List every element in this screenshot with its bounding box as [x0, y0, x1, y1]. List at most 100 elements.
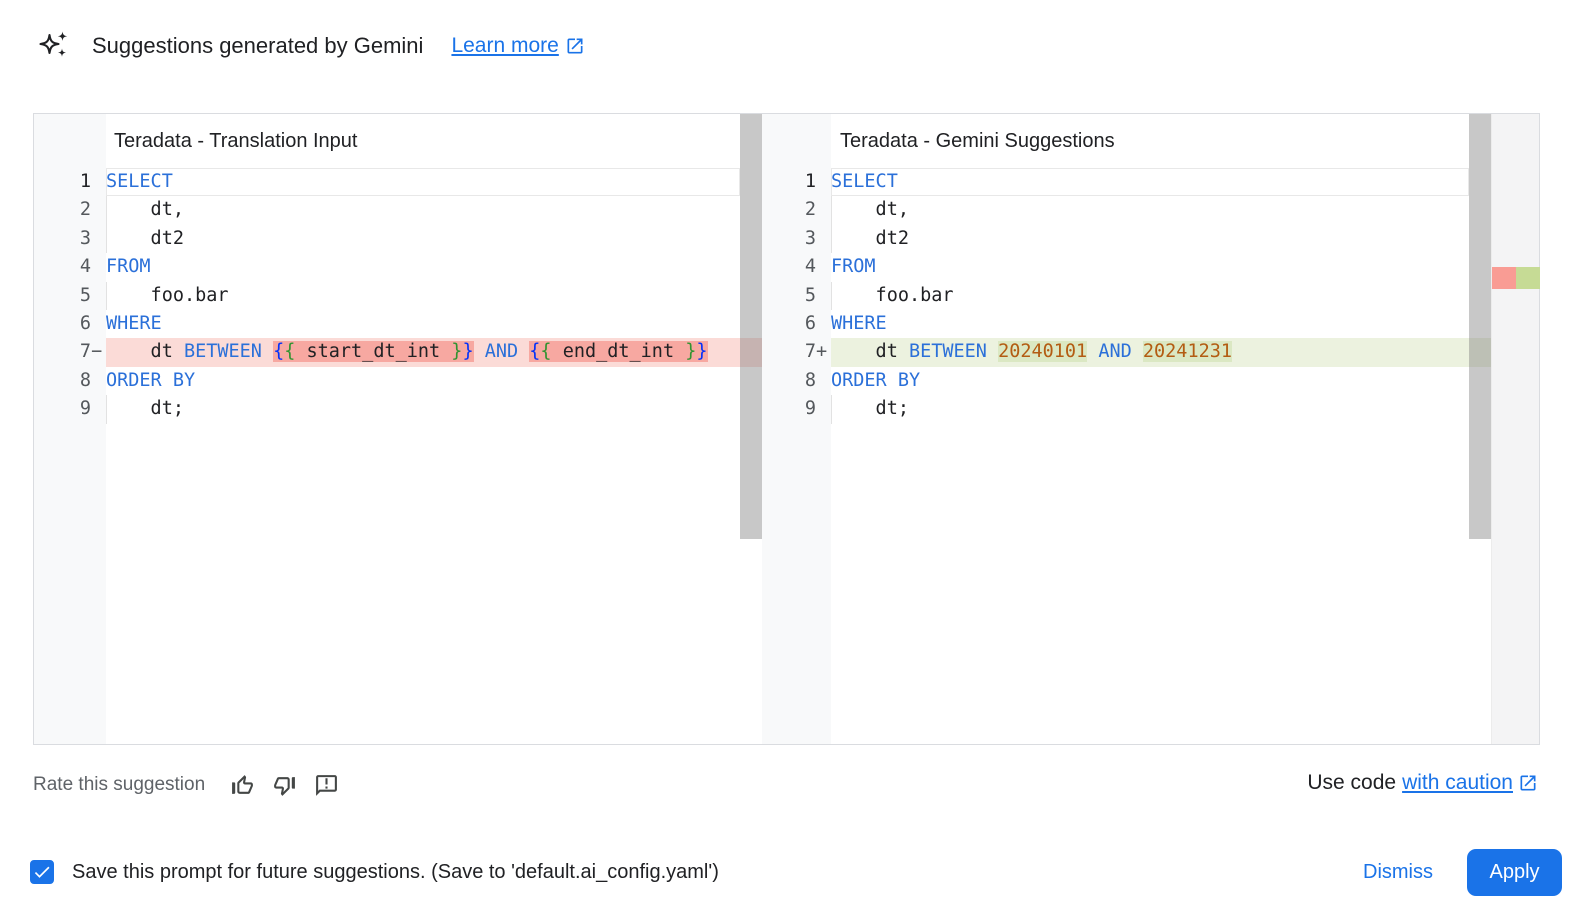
code-text: WHERE [831, 310, 1491, 338]
code-token: SELECT [106, 171, 173, 192]
line-number: 5 [804, 284, 816, 306]
line-number: 7− [79, 341, 103, 363]
code-token: AND [484, 341, 519, 363]
code-text: WHERE [106, 310, 762, 338]
line-number: 3 [804, 227, 816, 249]
code-token: BETWEEN [908, 341, 987, 363]
code-token [474, 341, 485, 362]
line-number: 9 [804, 398, 816, 420]
thumb-down-button[interactable] [271, 772, 298, 799]
code-line: 3 dt2 [762, 224, 1491, 254]
code-text: FROM [106, 253, 762, 281]
code-line: 2 dt, [762, 196, 1491, 226]
editor-title-modified: Teradata - Gemini Suggestions [840, 129, 1115, 152]
code-token [518, 341, 529, 362]
save-prompt-checkbox[interactable] [30, 860, 54, 884]
code-line: 9 dt; [34, 395, 762, 424]
code-text: dt, [106, 196, 762, 226]
line-number: 7+ [804, 341, 828, 363]
code-token: dt, [106, 199, 184, 221]
vertical-scrollbar[interactable] [1469, 114, 1491, 539]
code-token: AND [1098, 341, 1132, 363]
line-number: 1 [804, 171, 816, 192]
line-number: 2 [79, 199, 91, 221]
rate-icons [229, 772, 340, 799]
action-bar: Save this prompt for future suggestions.… [30, 846, 1562, 898]
line-number: 1 [79, 171, 91, 192]
code-token: dt; [831, 398, 909, 420]
code-text: foo.bar [831, 281, 1491, 311]
open-in-new-icon [567, 38, 583, 54]
with-caution-link[interactable]: with caution [1402, 771, 1538, 795]
code-token: dt2 [831, 227, 909, 249]
thumb-up-button[interactable] [229, 772, 256, 799]
open-in-new-icon [1520, 775, 1536, 791]
code-text: SELECT [831, 168, 1469, 197]
with-caution-label: with caution [1402, 771, 1513, 794]
code-token: } [462, 341, 474, 363]
code-token: 20241231 [1142, 341, 1232, 363]
code-token: end_dt_int [551, 341, 686, 363]
code-token: dt2 [106, 227, 184, 249]
code-token: 20240101 [998, 341, 1088, 363]
code-token: { [540, 341, 552, 363]
code-text: dt; [831, 395, 1491, 424]
learn-more-label: Learn more [451, 34, 559, 57]
code-line: 6 WHERE [34, 310, 762, 338]
code-text: SELECT [106, 168, 740, 197]
code-text: dt; [106, 395, 762, 424]
code-text: dt2 [106, 224, 762, 254]
code-token: BETWEEN [183, 341, 262, 363]
diff-container: Teradata - Translation Input 1 SELECT 2 dt… [33, 113, 1540, 745]
code-text: dt2 [831, 224, 1491, 254]
apply-button[interactable]: Apply [1467, 848, 1562, 896]
diff-overview-ruler[interactable] [1491, 114, 1540, 744]
use-code-notice: Use code with caution [1307, 771, 1538, 795]
line-number: 6 [79, 312, 91, 334]
code-token: FROM [106, 256, 151, 278]
code-line: 1 SELECT [762, 168, 1491, 197]
code-line: 3 dt2 [34, 224, 762, 254]
code-token [262, 341, 273, 362]
code-token: SELECT [831, 171, 898, 192]
code-token [1087, 341, 1098, 362]
editor-title-original: Teradata - Translation Input [114, 129, 358, 152]
vertical-scrollbar[interactable] [740, 114, 762, 539]
code-token: FROM [831, 256, 876, 278]
code-line: 2 dt, [34, 196, 762, 226]
ruler-deleted-mark [1492, 267, 1516, 289]
code-token: } [696, 341, 708, 363]
line-number: 4 [804, 256, 816, 278]
code-token: dt, [831, 199, 909, 221]
editor-gemini-suggestions: Teradata - Gemini Suggestions 1 SELECT 2 d… [762, 114, 1540, 744]
code-token: ORDER BY [106, 369, 196, 391]
feedback-button[interactable] [313, 772, 340, 799]
code-text: dt, [831, 196, 1491, 226]
ruler-inserted-mark [1516, 267, 1540, 289]
code-line: 5 foo.bar [34, 281, 762, 311]
code-token: dt; [106, 398, 184, 420]
line-number: 3 [79, 227, 91, 249]
code-token: ORDER BY [831, 369, 921, 391]
code-text: ORDER BY [106, 367, 762, 395]
code-token: foo.bar [106, 284, 229, 306]
learn-more-link[interactable]: Learn more [451, 34, 584, 58]
code-text: foo.bar [106, 281, 762, 311]
line-number: 2 [804, 199, 816, 221]
code-line: 7+ dt BETWEEN 20240101 AND 20241231 [762, 338, 1491, 367]
line-number: 8 [804, 369, 816, 391]
dismiss-button[interactable]: Dismiss [1347, 853, 1449, 892]
line-number: 9 [79, 398, 91, 420]
code-token [1132, 341, 1143, 362]
rate-label: Rate this suggestion [33, 774, 206, 795]
gutter [762, 114, 831, 744]
line-number: 5 [79, 284, 91, 306]
code-text: dt BETWEEN 20240101 AND 20241231 [831, 338, 1491, 367]
code-token: { [273, 341, 285, 363]
code-line: 9 dt; [762, 395, 1491, 424]
code-token: WHERE [106, 312, 162, 334]
